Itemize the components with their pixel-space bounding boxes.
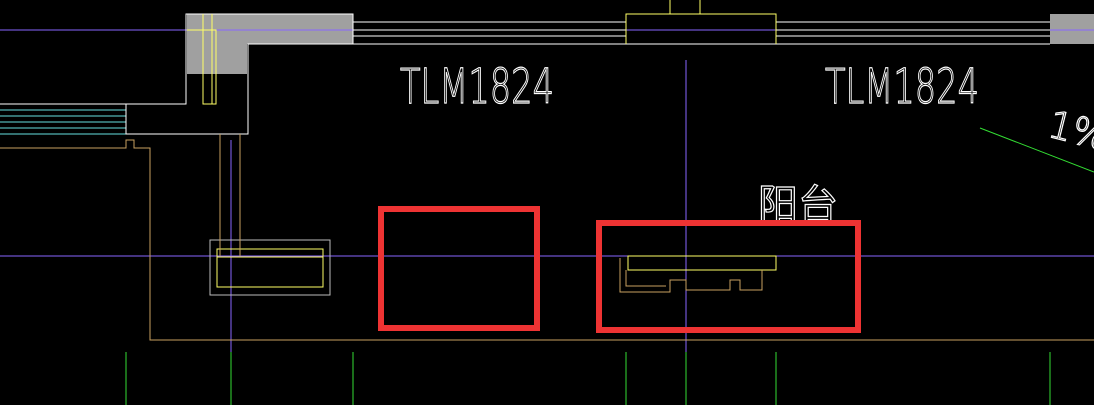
slope-arrow-line: [979, 127, 1094, 173]
cyan-lines: [0, 103, 126, 135]
column-fill-right: [1050, 14, 1094, 44]
door-mullion-center: [625, 13, 777, 45]
highlight-boxes: [378, 206, 861, 333]
drain-inner-yellow: [216, 248, 324, 288]
column-fill-left-lower: [187, 44, 247, 74]
door-frame-top: [353, 0, 701, 23]
tan-lines: [0, 134, 1094, 341]
yellow-lines: [187, 0, 777, 288]
door-label-right: TLM1824: [825, 59, 979, 115]
floor-drain-yellow: [627, 255, 777, 271]
door-label-left: TLM1824: [400, 59, 554, 115]
text-labels: TLM1824 TLM1824 阳台 1%: [399, 58, 1094, 228]
highlight-box-right[interactable]: [596, 220, 861, 333]
wall-fills: [187, 14, 1094, 74]
highlight-box-left[interactable]: [378, 206, 540, 331]
floor-drain-tan: [619, 258, 763, 293]
floor-drain-tan-inner: [625, 270, 666, 287]
column-yellow-outline: [187, 14, 217, 105]
slope-label: 1%: [1044, 102, 1094, 159]
drain-outline-outer: [209, 239, 331, 296]
green-lines: [125, 127, 1094, 405]
balcony-slab-outline: [0, 139, 1094, 341]
door-frame-top-right: [669, 0, 1050, 23]
white-outlines: [0, 0, 1050, 296]
door-yellow-frame: [625, 13, 777, 44]
column-fill-left: [187, 14, 353, 44]
